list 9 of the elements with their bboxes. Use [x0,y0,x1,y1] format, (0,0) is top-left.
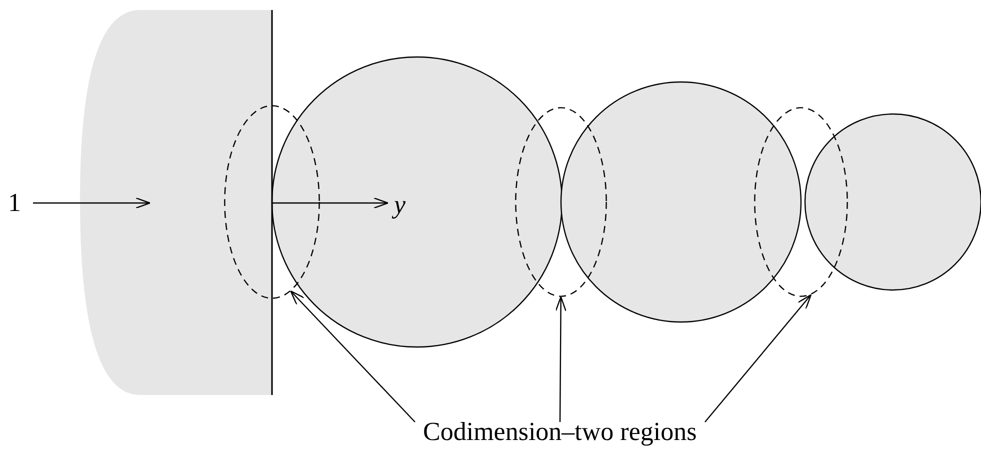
value-label: 1 [8,190,21,216]
axis-label: y [394,192,406,218]
dashed-ellipse [754,107,848,297]
dashed-ellipse [224,105,320,299]
leader-line [290,290,416,422]
leader-line [704,294,812,422]
leader-line [555,296,566,422]
region-caption: Codimension–two regions [423,418,697,446]
dashed-ellipse [515,107,607,297]
